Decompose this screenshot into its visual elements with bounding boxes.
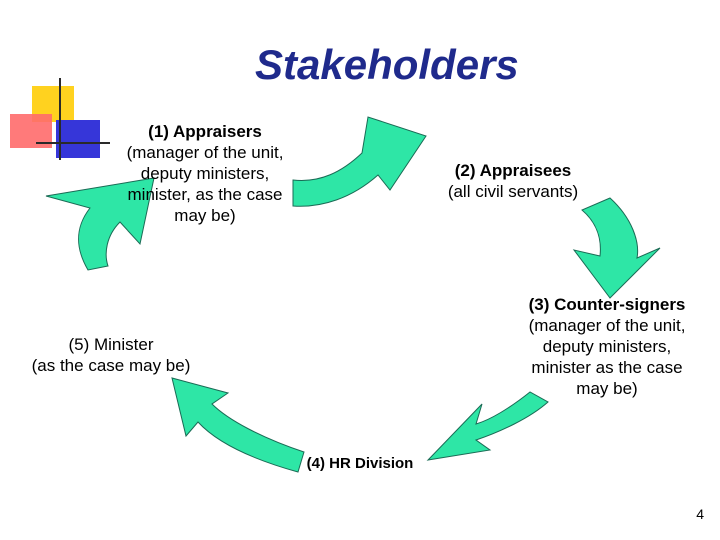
arrow-1-to-2 [292, 116, 427, 207]
arrow-5-to-1 [45, 177, 155, 271]
node-appraisers-line: deputy ministers, [140, 164, 270, 183]
node-appraisers-line: minister, as the case [127, 185, 283, 204]
arrow-4-to-5 [171, 377, 305, 473]
node-counter-signers-line: (manager of the unit, [528, 316, 686, 335]
node-appraisers-line: may be) [174, 206, 236, 225]
logo-squares-icon [10, 78, 110, 160]
node-counter-signers-line: minister as the case [531, 358, 683, 377]
node-counter-signers-heading: (3) Counter-signers [528, 295, 686, 314]
node-minister: (5) Minister (as the case may be) [8, 334, 214, 376]
node-appraisees-heading: (2) Appraisees [454, 161, 572, 180]
node-minister-line: (as the case may be) [31, 356, 191, 375]
node-appraisers-line: (manager of the unit, [126, 143, 284, 162]
logo-blue-square [56, 120, 100, 158]
arrow-3-to-4 [426, 391, 549, 461]
node-counter-signers-line: deputy ministers, [542, 337, 672, 356]
page-title: Stakeholders [255, 41, 519, 88]
node-hr-division-heading: (4) HR Division [306, 455, 414, 472]
arrow-2-to-3 [572, 197, 661, 299]
node-appraisees: (2) Appraisees (all civil servants) [418, 160, 608, 202]
node-counter-signers-line: may be) [576, 379, 638, 398]
node-appraisees-line: (all civil servants) [447, 182, 579, 201]
node-minister-heading: (5) Minister [68, 335, 154, 354]
node-hr-division: (4) HR Division [290, 453, 430, 474]
node-appraisers-heading: (1) Appraisers [148, 122, 262, 141]
node-appraisers: (1) Appraisers (manager of the unit, dep… [98, 121, 312, 226]
node-counter-signers: (3) Counter-signers (manager of the unit… [504, 294, 710, 399]
page-number: 4 [696, 506, 704, 522]
